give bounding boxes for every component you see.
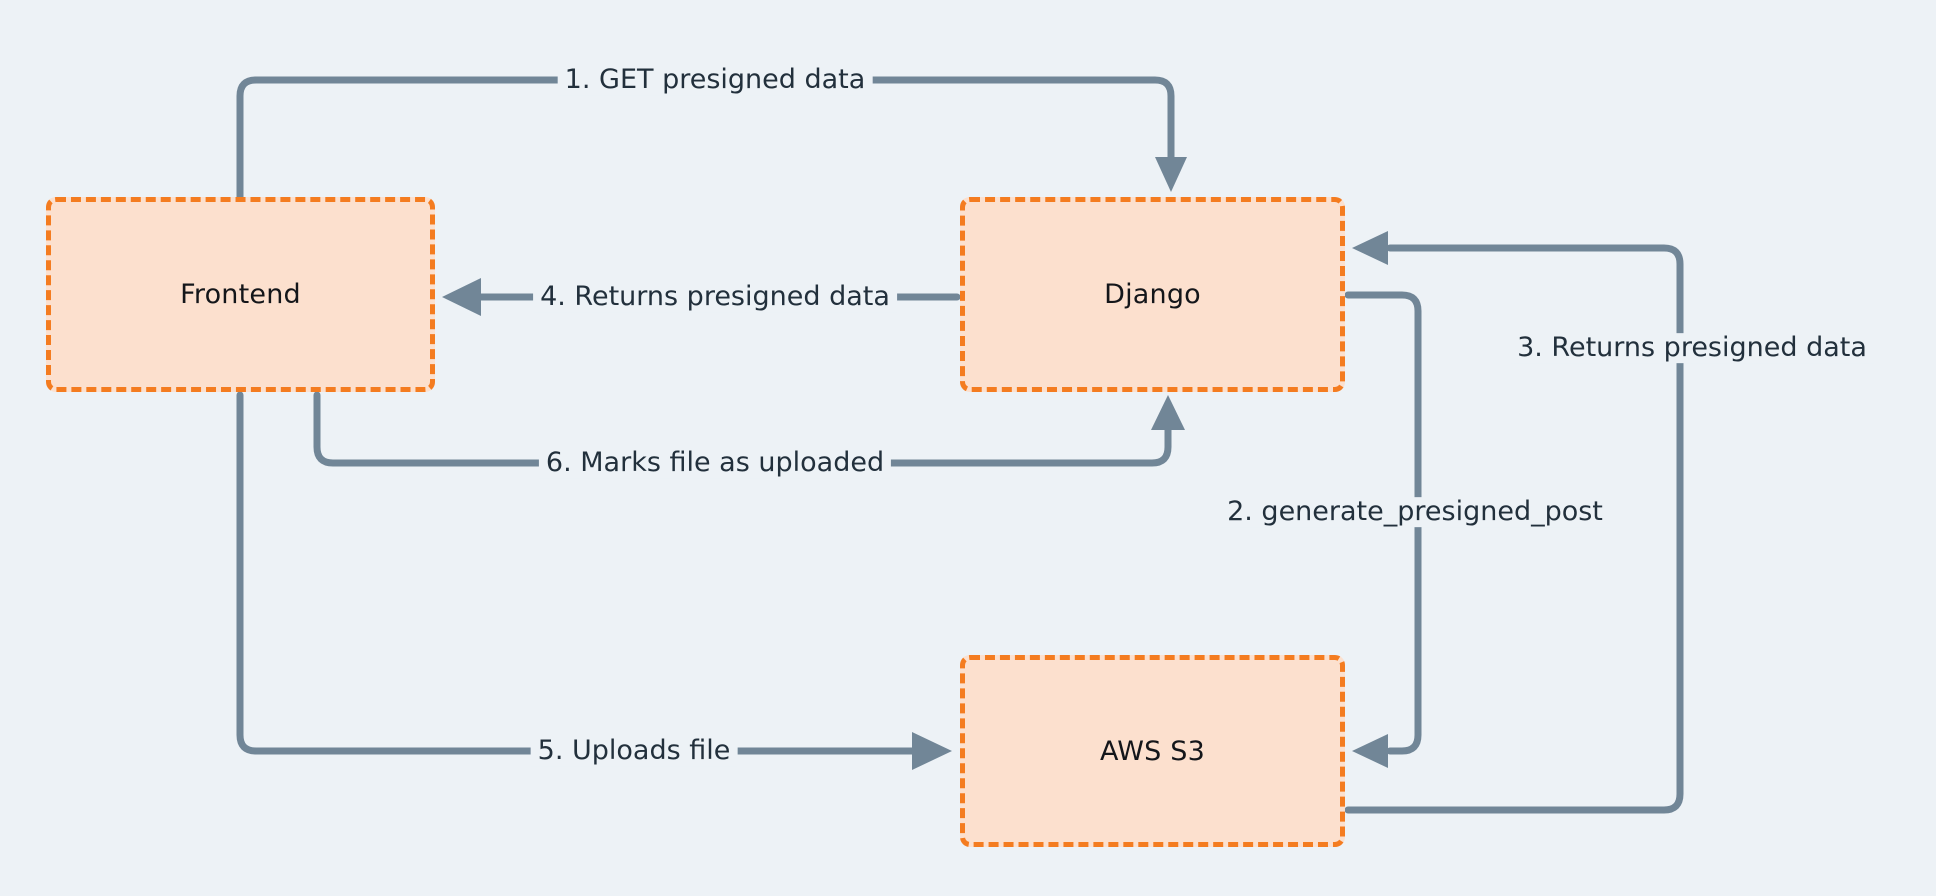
node-django[interactable]: Django xyxy=(960,197,1345,392)
node-frontend-label: Frontend xyxy=(180,279,301,310)
arrowhead-icon xyxy=(1151,395,1185,430)
node-aws-s3-label: AWS S3 xyxy=(1100,735,1205,767)
arrowhead-icon xyxy=(912,732,952,770)
arrowhead-icon xyxy=(1352,734,1388,768)
edge-5-uploads-file xyxy=(236,391,952,770)
edge-2-generate-presigned-post xyxy=(1344,291,1422,768)
edge-1-get-presigned-data xyxy=(236,76,1187,201)
edge-label-5: 5. Uploads file xyxy=(530,736,738,766)
edge-label-4: 4. Returns presigned data xyxy=(533,282,897,312)
edge-label-1: 1. GET presigned data xyxy=(557,65,873,95)
node-aws-s3[interactable]: AWS S3 xyxy=(960,655,1345,847)
edge-label-3: 3. Returns presigned data xyxy=(1510,333,1874,363)
edge-label-2: 2. generate_presigned_post xyxy=(1220,497,1610,527)
arrowhead-icon xyxy=(1352,231,1388,265)
edge-label-6: 6. Marks file as uploaded xyxy=(538,448,892,478)
edge-3-returns-presigned-data xyxy=(1344,231,1684,814)
node-django-label: Django xyxy=(1104,279,1201,310)
arrowhead-icon xyxy=(442,278,481,316)
arrowhead-icon xyxy=(1155,157,1187,192)
node-frontend[interactable]: Frontend xyxy=(46,197,435,392)
